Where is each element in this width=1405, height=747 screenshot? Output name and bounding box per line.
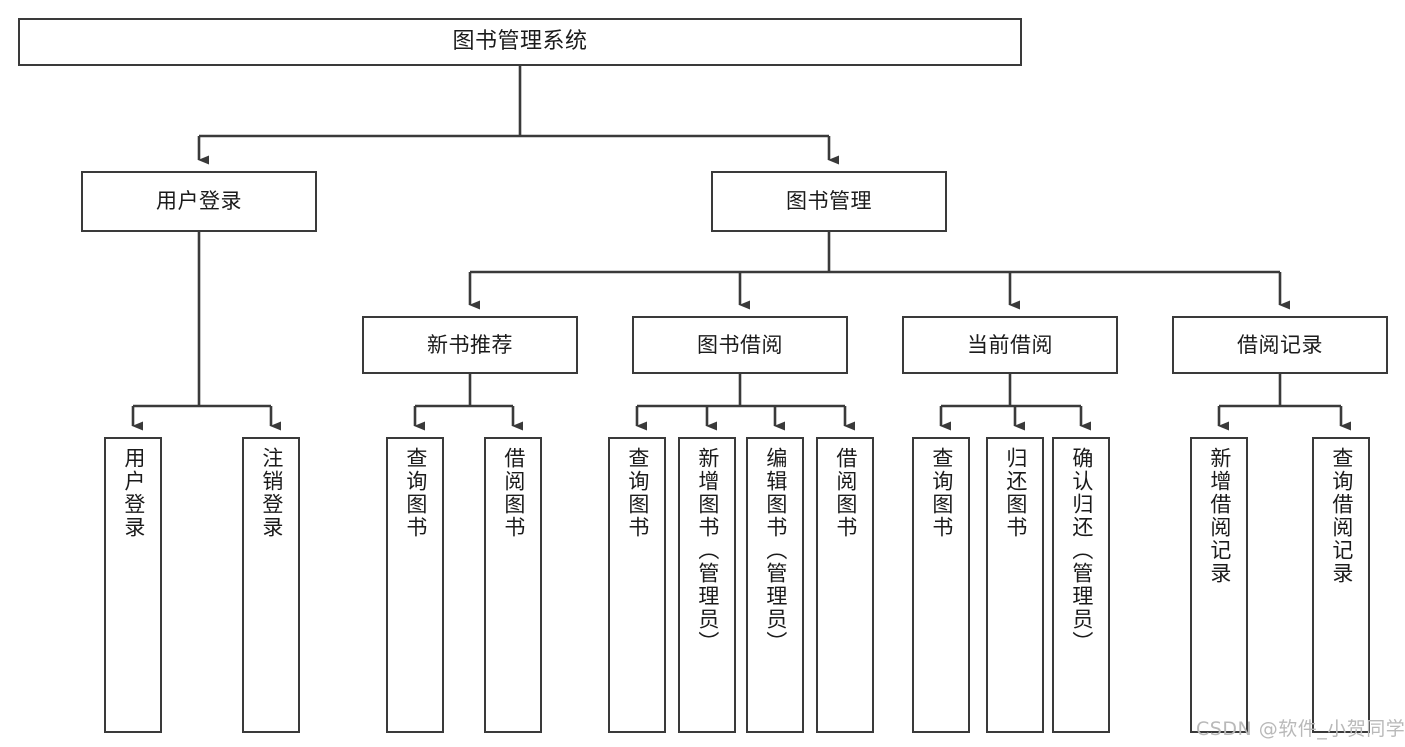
leaf-query-book-1-label: 查询图书 <box>403 447 428 539</box>
node-book-manage[interactable]: 图书管理 <box>711 171 947 232</box>
leaf-user-login-label: 用户登录 <box>121 447 146 539</box>
node-borrow-record-label: 借阅记录 <box>1237 332 1323 357</box>
leaf-add-book[interactable]: 新增图书（管理员） <box>678 437 736 733</box>
leaf-user-login[interactable]: 用户登录 <box>104 437 162 733</box>
leaf-borrow-book-1[interactable]: 借阅图书 <box>484 437 542 733</box>
leaf-query-book-3[interactable]: 查询图书 <box>912 437 970 733</box>
leaf-query-book-2-label: 查询图书 <box>625 447 650 539</box>
leaf-borrow-book-2[interactable]: 借阅图书 <box>816 437 874 733</box>
node-user-login[interactable]: 用户登录 <box>81 171 317 232</box>
watermark: CSDN @软件_小贺同学 <box>1196 718 1405 740</box>
leaf-add-borrow-record[interactable]: 新增借阅记录 <box>1190 437 1248 733</box>
leaf-confirm-return[interactable]: 确认归还（管理员） <box>1052 437 1110 733</box>
node-current-borrow-label: 当前借阅 <box>967 332 1053 357</box>
leaf-borrow-book-1-label: 借阅图书 <box>501 447 526 539</box>
node-user-login-label: 用户登录 <box>156 189 242 214</box>
leaf-return-book[interactable]: 归还图书 <box>986 437 1044 733</box>
leaf-borrow-book-2-label: 借阅图书 <box>833 447 858 539</box>
leaf-query-borrow-record[interactable]: 查询借阅记录 <box>1312 437 1370 733</box>
leaf-add-book-label: 新增图书（管理员） <box>695 447 720 654</box>
leaf-logout-label: 注销登录 <box>259 447 284 539</box>
node-current-borrow[interactable]: 当前借阅 <box>902 316 1118 374</box>
leaf-logout[interactable]: 注销登录 <box>242 437 300 733</box>
leaf-add-borrow-record-label: 新增借阅记录 <box>1207 447 1232 585</box>
leaf-query-borrow-record-label: 查询借阅记录 <box>1329 447 1354 585</box>
leaf-edit-book[interactable]: 编辑图书（管理员） <box>746 437 804 733</box>
node-root-label: 图书管理系统 <box>452 29 588 55</box>
node-book-borrow-label: 图书借阅 <box>697 332 783 357</box>
node-book-borrow[interactable]: 图书借阅 <box>632 316 848 374</box>
leaf-edit-book-label: 编辑图书（管理员） <box>763 447 788 654</box>
node-new-book-recommend-label: 新书推荐 <box>427 332 513 357</box>
leaf-confirm-return-label: 确认归还（管理员） <box>1069 447 1094 654</box>
node-root[interactable]: 图书管理系统 <box>18 18 1022 66</box>
leaf-query-book-3-label: 查询图书 <box>929 447 954 539</box>
leaf-query-book-1[interactable]: 查询图书 <box>386 437 444 733</box>
node-book-manage-label: 图书管理 <box>786 189 872 214</box>
node-new-book-recommend[interactable]: 新书推荐 <box>362 316 578 374</box>
node-borrow-record[interactable]: 借阅记录 <box>1172 316 1388 374</box>
leaf-query-book-2[interactable]: 查询图书 <box>608 437 666 733</box>
leaf-return-book-label: 归还图书 <box>1003 447 1028 539</box>
